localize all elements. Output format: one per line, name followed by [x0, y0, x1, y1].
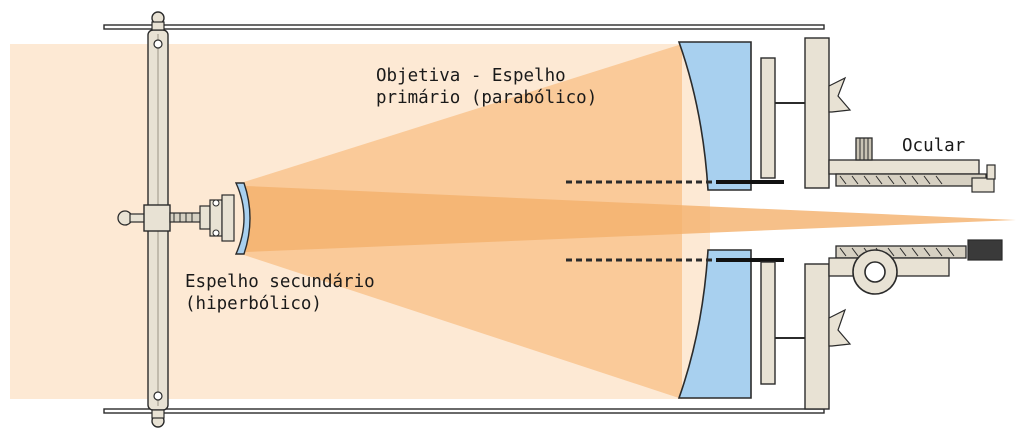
thumb-screw-icon [828, 76, 852, 347]
secondary-mirror [234, 182, 251, 255]
primary-mirror-lower [677, 249, 752, 399]
primary-mirror-label-line1: Objetiva - Espelho [376, 66, 566, 86]
converging-beam [246, 186, 1016, 252]
primary-mirror-upper [677, 41, 752, 191]
focuser-upper [828, 137, 996, 193]
tube-rails [103, 24, 825, 414]
eyepiece-label: Ocular [902, 136, 965, 156]
secondary-mirror-holder-icon [117, 194, 235, 242]
mirror-cell [760, 37, 830, 410]
secondary-mirror-label-line1: Espelho secundário [185, 272, 375, 292]
primary-mirror-label-line2: primário (parabólico) [376, 88, 597, 108]
baffle-tube [566, 180, 784, 262]
secondary-mirror-label-line2: (hiperbólico) [185, 294, 322, 314]
focuser-knob-icon [852, 249, 898, 295]
